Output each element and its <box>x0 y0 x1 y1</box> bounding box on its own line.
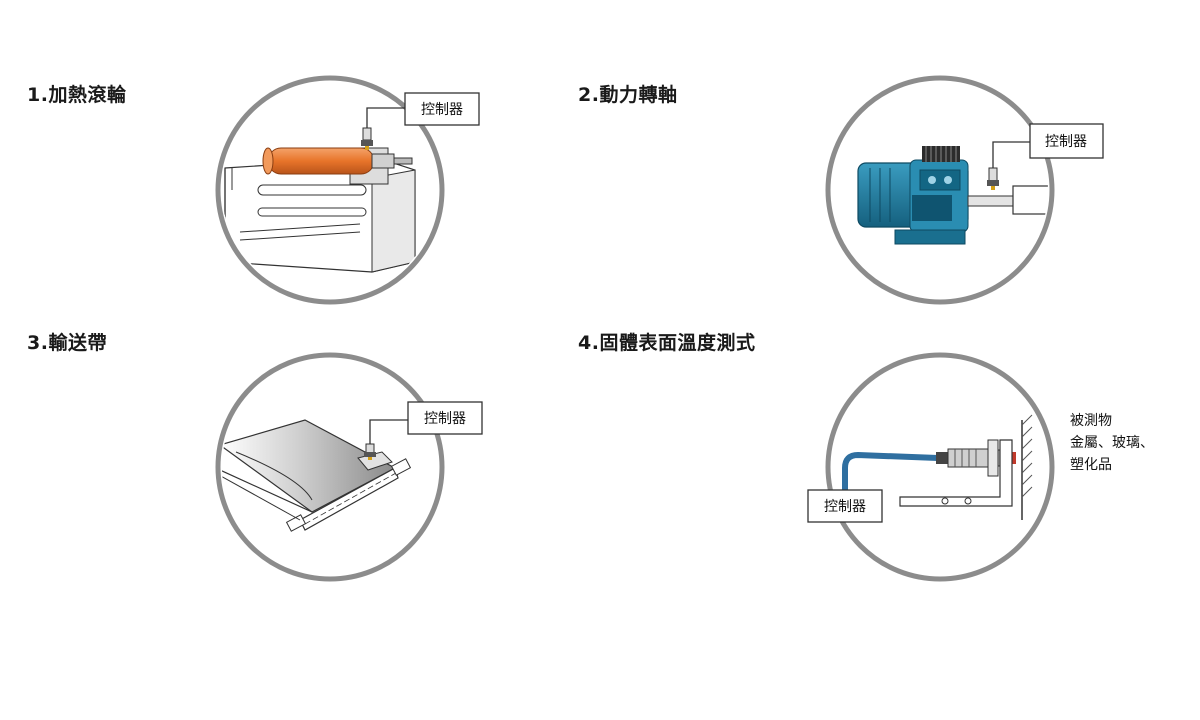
heated-roller-illustration: 控制器 <box>215 75 480 305</box>
section-title-heated-roller: 1.加熱滾輪 <box>27 84 127 106</box>
section-title-conveyor-belt: 3.輸送帶 <box>27 332 107 354</box>
section-title-surface-measurement: 4.固體表面溫度測式 <box>578 332 756 354</box>
controller-label-1: 控制器 <box>421 102 463 118</box>
frame-circle-4 <box>825 352 1055 582</box>
controller-box-4 <box>807 489 883 523</box>
power-shaft-illustration: 控制器 <box>825 75 1104 305</box>
surface-measurement-illustration: 控制器 <box>807 352 1055 582</box>
controller-box-3 <box>407 401 483 435</box>
target-line-2: 金屬、玻璃、 <box>1070 435 1154 451</box>
target-line-3: 塑化品 <box>1070 457 1112 473</box>
section-title-power-shaft: 2.動力轉軸 <box>578 84 678 106</box>
controller-label-2: 控制器 <box>1045 134 1087 150</box>
controller-label-3: 控制器 <box>424 411 466 427</box>
controller-box-2 <box>1029 123 1104 159</box>
controller-label-4: 控制器 <box>824 499 866 515</box>
target-material-note: 被測物 金屬、玻璃、 塑化品 <box>1070 410 1154 476</box>
target-line-1: 被測物 <box>1070 413 1112 429</box>
conveyor-belt-illustration: 控制器 <box>215 352 483 582</box>
controller-box-1 <box>404 92 480 126</box>
